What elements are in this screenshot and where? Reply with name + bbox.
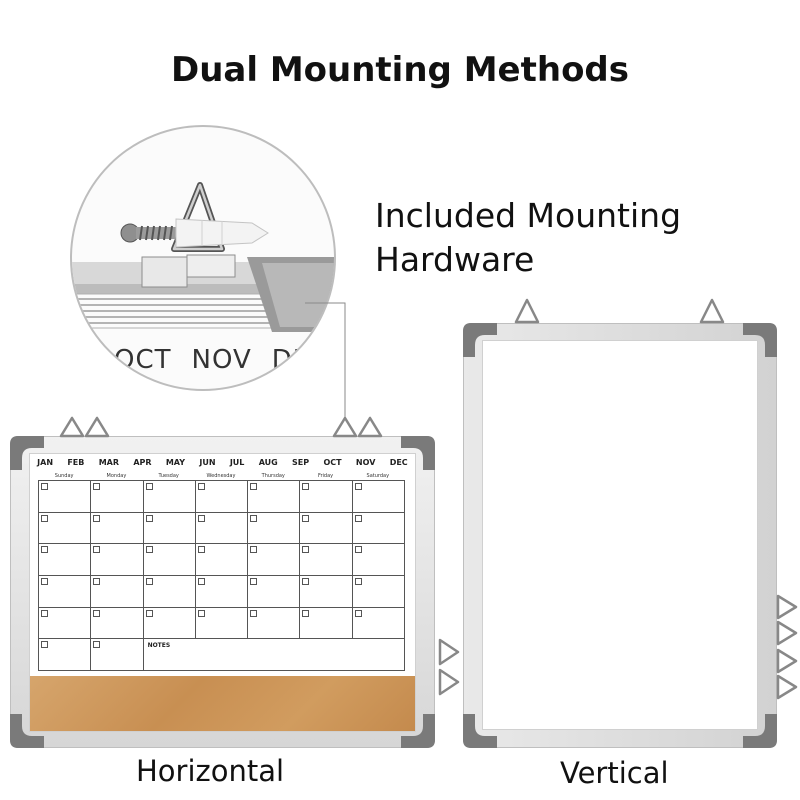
month-label: AUG xyxy=(258,458,278,467)
frame-corner xyxy=(10,436,44,470)
day-cell xyxy=(248,575,301,608)
weekday-label: Friday xyxy=(317,473,334,479)
whiteboard-surface xyxy=(483,341,757,729)
weekday-label: Monday xyxy=(106,473,127,479)
weekday-label: Thursday xyxy=(261,473,285,479)
day-cell xyxy=(248,481,301,513)
weekday-label: Saturday xyxy=(366,473,390,479)
vertical-caption: Vertical xyxy=(560,756,669,790)
triangle-hanger-icon xyxy=(59,416,460,696)
month-row: JAN FEB MAR APR MAY JUN JUL AUG SEP OCT … xyxy=(30,458,415,467)
frame-corner xyxy=(401,714,435,748)
headline: Dual Mounting Methods xyxy=(170,50,630,90)
day-cell xyxy=(248,512,301,545)
weekday-row: Sunday Monday Tuesday Wednesday Thursday… xyxy=(38,473,404,479)
day-cell xyxy=(195,544,249,576)
day-cell xyxy=(91,544,144,576)
frame-corner xyxy=(463,714,497,748)
day-cell xyxy=(300,481,353,513)
zoom-month: OCT xyxy=(114,345,172,375)
day-cell xyxy=(352,575,405,608)
day-cell xyxy=(300,607,353,640)
month-label: DEC xyxy=(389,458,408,467)
month-label: MAY xyxy=(165,458,186,467)
horizontal-calendar-board: JAN FEB MAR APR MAY JUN JUL AUG SEP OCT … xyxy=(10,436,435,748)
frame-corner xyxy=(743,714,777,748)
month-label: OCT xyxy=(323,458,342,467)
zoom-month: DEC xyxy=(271,345,330,375)
hardware-zoom-inset: OCT NOV DEC xyxy=(70,125,336,391)
day-cell xyxy=(195,481,249,513)
calendar-grid: NOTES xyxy=(38,480,405,671)
triangle-hanger-icon xyxy=(171,182,225,252)
calendar-surface: JAN FEB MAR APR MAY JUN JUL AUG SEP OCT … xyxy=(30,454,415,731)
wall-anchor-icon xyxy=(175,218,269,248)
day-cell xyxy=(91,481,144,513)
day-cell xyxy=(39,512,92,545)
month-label: SEP xyxy=(292,458,310,467)
day-cell xyxy=(195,575,249,608)
day-cell xyxy=(143,575,196,608)
day-cell xyxy=(352,481,405,513)
weekday-label: Wednesday xyxy=(206,473,236,479)
month-label: MAR xyxy=(98,458,119,467)
frame-corner xyxy=(743,323,777,357)
day-cell xyxy=(248,544,301,576)
month-label: FEB xyxy=(67,458,85,467)
day-cell xyxy=(300,512,353,545)
cork-strip xyxy=(30,676,415,731)
month-label: NOV xyxy=(355,458,376,467)
frame-corner xyxy=(401,436,435,470)
day-cell xyxy=(195,512,249,545)
day-cell xyxy=(352,544,405,576)
day-cell xyxy=(39,607,92,640)
month-label: APR xyxy=(133,458,152,467)
day-cell xyxy=(91,607,144,640)
triangle-hanger-icon xyxy=(514,298,798,700)
day-cell xyxy=(143,512,196,545)
zoom-month-labels: OCT NOV DEC xyxy=(114,345,334,375)
notes-cell: NOTES xyxy=(143,639,405,671)
day-cell xyxy=(39,544,92,576)
weekday-label: Sunday xyxy=(54,473,74,479)
day-cell xyxy=(91,512,144,545)
notes-label: NOTES xyxy=(147,642,171,650)
hardware-caption: Included Mounting Hardware xyxy=(375,196,682,279)
day-cell xyxy=(352,512,405,545)
day-cell xyxy=(352,607,405,640)
day-cell xyxy=(91,639,144,671)
vertical-whiteboard xyxy=(463,323,777,748)
day-cell xyxy=(195,607,249,640)
month-label: JAN xyxy=(37,458,54,467)
weekday-label: Tuesday xyxy=(158,473,179,479)
day-cell xyxy=(143,481,196,513)
day-cell xyxy=(91,575,144,608)
day-cell xyxy=(300,544,353,576)
day-cell xyxy=(39,575,92,608)
frame-corner xyxy=(10,714,44,748)
hardware-zoom-illustration xyxy=(72,182,334,332)
day-cell xyxy=(248,607,301,640)
day-cell xyxy=(39,639,92,671)
day-cell xyxy=(39,481,92,513)
frame-corner xyxy=(463,323,497,357)
month-label: JUL xyxy=(229,458,245,467)
zoom-month: NOV xyxy=(191,345,252,375)
day-cell xyxy=(143,607,196,640)
day-cell xyxy=(143,544,196,576)
horizontal-caption: Horizontal xyxy=(136,754,285,788)
month-label: JUN xyxy=(199,458,216,467)
day-cell xyxy=(300,575,353,608)
